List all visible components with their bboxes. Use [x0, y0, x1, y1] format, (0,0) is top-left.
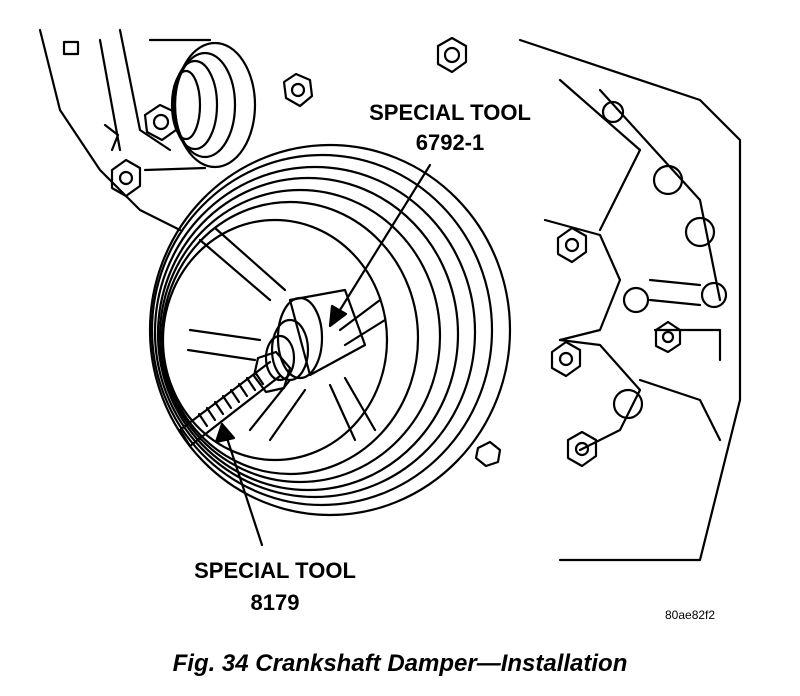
accessory-bracket: [518, 38, 742, 562]
label-special-tool-6792-1-line1: SPECIAL TOOL: [369, 100, 531, 125]
bracket-bolt-middle: [550, 340, 582, 378]
label-special-tool-8179-line1: SPECIAL TOOL: [194, 558, 356, 583]
bolt-left: [110, 158, 142, 198]
engine-block-outline: [38, 28, 182, 232]
arrow-tool-8179: [214, 422, 264, 547]
figure-caption: Fig. 34 Crankshaft Damper—Installation: [172, 650, 628, 677]
damper-bottom-bolt: [474, 440, 502, 468]
special-tool-6792-1: [264, 288, 367, 382]
bracket-bolt-upper: [556, 226, 588, 264]
image-code: 80ae82f2: [665, 608, 716, 622]
bolt-top-center: [282, 72, 314, 108]
label-special-tool-8179-line2: 8179: [250, 590, 300, 615]
bolt-top-right: [436, 36, 468, 74]
bracket-bolt-lower: [566, 430, 598, 468]
idler-pulley: [143, 38, 257, 172]
arrow-tool-6792-1: [328, 163, 432, 328]
bolt-top-left: [143, 103, 178, 142]
bracket-bolt-right: [654, 320, 682, 354]
special-tool-8179: [178, 350, 292, 448]
label-special-tool-6792-1-line2: 6792-1: [415, 130, 485, 155]
crankshaft-damper: [148, 143, 512, 517]
